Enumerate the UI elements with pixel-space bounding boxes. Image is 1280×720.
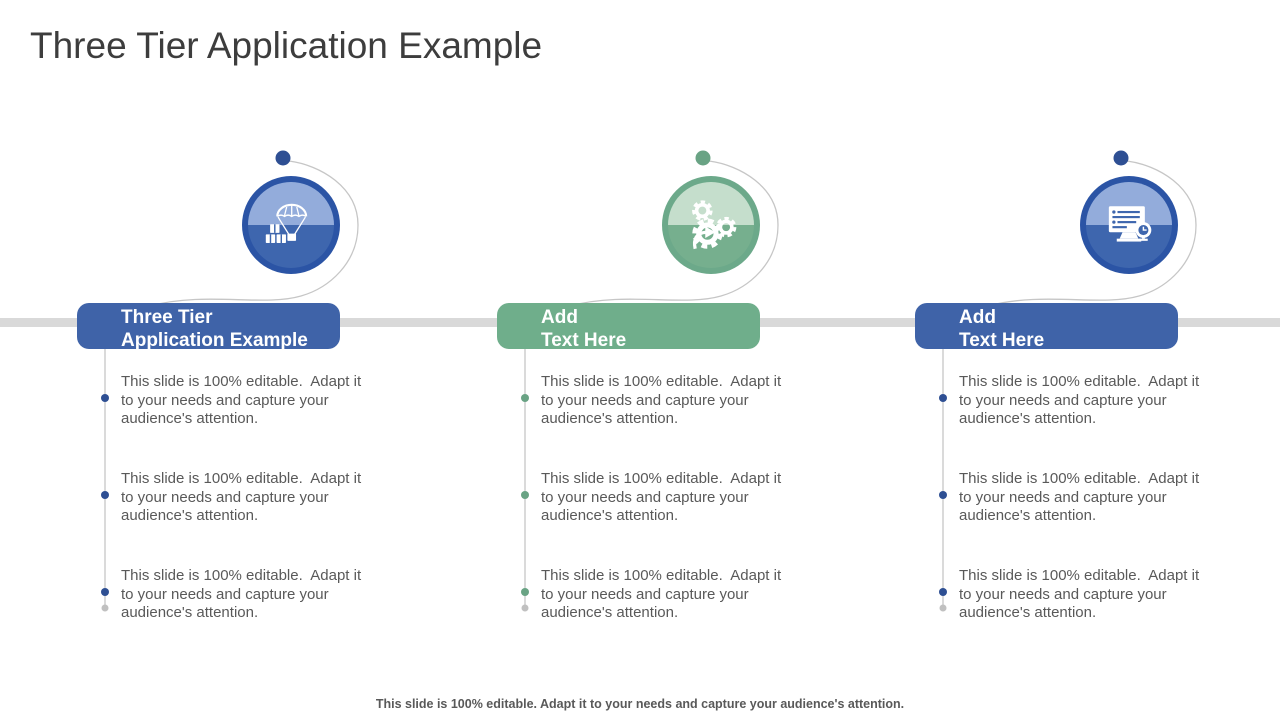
parachute-delivery-icon: [265, 203, 308, 244]
bullet-text: This slide is 100% editable. Adapt it to…: [959, 373, 1200, 427]
bullet-dot: [101, 588, 109, 596]
connector-end-dot: [939, 604, 947, 612]
swirl-connector: [149, 160, 359, 307]
badge-gloss: [668, 182, 754, 225]
timeline-dot: [1113, 150, 1129, 166]
connector-end-dot: [521, 604, 529, 612]
slide-footer-note: This slide is 100% editable. Adapt it to…: [375, 697, 905, 711]
bullet-dot: [939, 394, 947, 402]
stage-label-band: Add Text Here: [915, 303, 1178, 351]
column-3: Add Text Here This slide is 100% editabl…: [915, 145, 1215, 625]
bullet-text: This slide is 100% editable. Adapt it to…: [959, 470, 1200, 524]
slide-title: Three Tier Application Example: [30, 25, 543, 66]
swirl-connector: [987, 160, 1197, 307]
bullet-dot: [101, 394, 109, 402]
column-3-graphic: [939, 150, 1197, 612]
swirl-connector: [569, 160, 779, 307]
bullet-dot: [521, 491, 529, 499]
stage-label-band: Add Text Here: [497, 303, 760, 351]
bullet-text: This slide is 100% editable. Adapt it to…: [959, 567, 1200, 621]
bullet-dot: [521, 394, 529, 402]
stage-label-band: Three Tier Application Example: [77, 303, 340, 351]
timeline-dot: [275, 150, 291, 166]
bullet-dot: [939, 588, 947, 596]
timeline-dot: [695, 150, 711, 166]
gears-process-icon: [692, 200, 737, 250]
connector-end-dot: [101, 604, 109, 612]
column-1-graphic: [101, 150, 359, 612]
server-monitoring-icon: [1108, 206, 1152, 242]
bullet-text: This slide is 100% editable. Adapt it to…: [541, 567, 782, 621]
bullet-text: This slide is 100% editable. Adapt it to…: [121, 373, 362, 427]
bullet-dot: [939, 491, 947, 499]
badge-gloss: [248, 182, 334, 225]
column-1: Three Tier Application Example This slid…: [77, 145, 377, 625]
bullet-dot: [101, 491, 109, 499]
bullet-text: This slide is 100% editable. Adapt it to…: [541, 373, 782, 427]
bullet-dot: [521, 588, 529, 596]
column-2: Add Text Here This slide is 100% editabl…: [497, 145, 797, 625]
badge-gloss: [1086, 182, 1172, 225]
bullet-text: This slide is 100% editable. Adapt it to…: [541, 470, 782, 524]
bullet-text: This slide is 100% editable. Adapt it to…: [121, 567, 362, 621]
bullet-text: This slide is 100% editable. Adapt it to…: [121, 470, 362, 524]
column-2-graphic: [521, 150, 779, 612]
